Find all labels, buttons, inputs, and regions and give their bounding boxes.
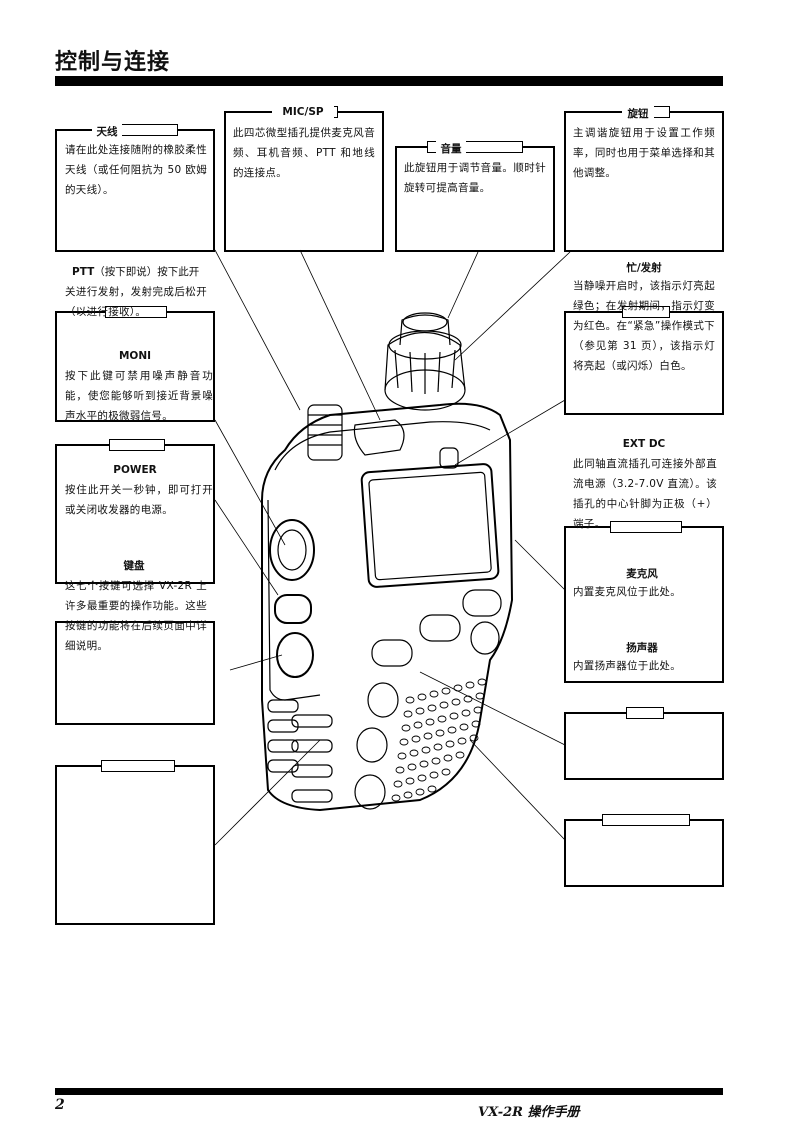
moni-text: 按下此键可禁用噪声静音功能，使您能够听到接近背景噪声水平的极微弱信号。 [65, 370, 213, 422]
power-tab [109, 439, 165, 451]
keypad-label: 键盘 [123, 560, 145, 572]
microphone-tab [610, 521, 682, 533]
power-box [55, 439, 215, 584]
power-text: 按住此开关一秒钟，即可打开或关闭收发器的电源。 [65, 484, 213, 516]
ext-dc-label: EXT DC [622, 438, 666, 450]
microphone-text: 内置麦克风位于此处。 [573, 586, 681, 598]
volume-label: 音量 [436, 141, 466, 156]
dial-label: 旋钮 [622, 106, 654, 121]
busy-tx-box [564, 306, 724, 415]
microphone-box [564, 521, 724, 683]
ptt-text: 关进行发射，发射完成后松开（以进行接收）。 [65, 286, 207, 318]
speaker-text: 内置扬声器位于此处。 [573, 660, 681, 672]
blank-tab-left [101, 760, 175, 772]
moni-tab [105, 306, 167, 318]
mic-sp-text: 此四芯微型插孔提供麦克风音频、耳机音频、PTT 和地线的连接点。 [233, 127, 375, 179]
ptt-text-first: 按下此开 [157, 266, 200, 278]
moni-box [55, 306, 215, 422]
header-rule [55, 76, 723, 86]
ext-dc-text: 此同轴直流插孔可连接外部直流电源（3.2-7.0V 直流）。该插孔的中心针脚为正… [573, 458, 717, 530]
blank-tab-right-2 [602, 814, 690, 826]
dial-text: 主调谐旋钮用于设置工作频率，同时也用于菜单选择和其他调整。 [573, 127, 715, 179]
keypad-box [55, 621, 215, 725]
volume-text: 此旋钮用于调节音量。顺时针旋转可提高音量。 [404, 162, 546, 194]
busy-tx-text: 当静噪开启时，该指示灯亮起绿色；在发射期间，指示灯变为红色。在“紧急”操作模式下… [573, 280, 715, 372]
power-label: POWER [113, 464, 157, 476]
antenna-label: 天线 [92, 124, 122, 139]
page-number: 2 [55, 1097, 65, 1113]
busy-tx-tab [622, 306, 670, 318]
ptt-label-suffix: （按下即说） [94, 266, 158, 278]
keypad-text: 这七个按键可选择 VX-2R 上许多最重要的操作功能。这些按键的功能将在后续页面… [65, 580, 207, 652]
microphone-label: 麦克风 [626, 568, 658, 580]
blank-box-right-1 [564, 707, 724, 780]
busy-tx-label: 忙/发射 [626, 262, 662, 274]
manual-title: VX-2R 操作手册 [478, 1105, 580, 1120]
ptt-heading: PTT（按下即说）按下此开 [72, 262, 199, 282]
speaker-label: 扬声器 [626, 642, 658, 654]
mic-sp-label: MIC/SP [272, 106, 334, 118]
blank-box-right-2 [564, 814, 724, 887]
blank-tab-right-1 [626, 707, 664, 719]
ptt-label: PTT [72, 266, 95, 278]
footer-rule [55, 1088, 723, 1095]
blank-box-left [55, 760, 215, 925]
page-title: 控制与连接 [55, 50, 171, 75]
moni-label: MONI [118, 350, 152, 362]
antenna-text: 请在此处连接随附的橡胶柔性天线（或任何阻抗为 50 欧姆的天线）。 [65, 144, 207, 196]
